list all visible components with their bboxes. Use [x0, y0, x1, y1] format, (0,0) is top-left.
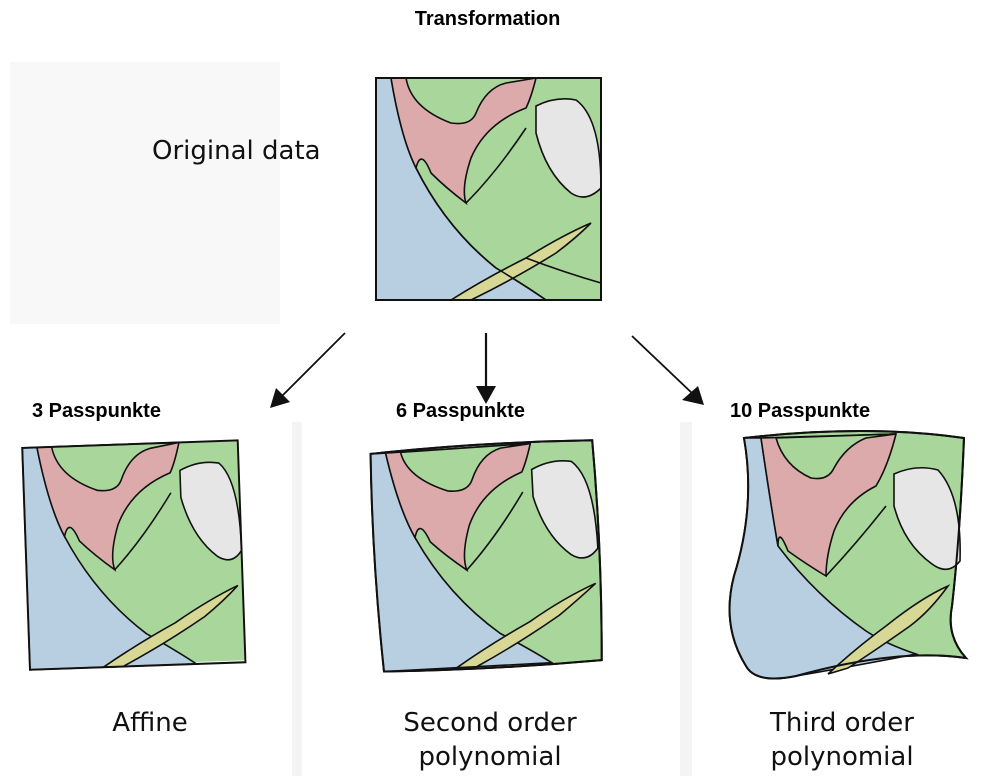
second-order-map: [369, 439, 603, 673]
panel-3-caption: Third order polynomial: [722, 706, 962, 774]
panel-2-points-label: 6 Passpunkte: [396, 400, 525, 422]
panel-1-caption-line1: Affine: [112, 708, 188, 738]
panel-2-caption-line1: Second order: [403, 708, 577, 738]
map-line-1: [415, 167, 547, 301]
third-order-map: [728, 430, 969, 680]
map-line-3: [525, 257, 602, 284]
panel-2-caption-line2: polynomial: [418, 742, 562, 772]
map-region-khaki: [448, 222, 592, 301]
panel-1-caption: Affine: [40, 706, 260, 740]
panel-3-caption-line1: Third order: [770, 708, 914, 738]
map-region-pink-top: [405, 77, 537, 125]
arrow-right-line: [631, 335, 695, 396]
arrow-left-line: [279, 332, 346, 399]
third-order-panel-background: [680, 422, 692, 776]
panel-3-caption-line2: polynomial: [770, 742, 914, 772]
panel-3-points-label: 10 Passpunkte: [730, 400, 871, 422]
panel-2-caption: Second order polynomial: [360, 706, 620, 774]
panel-1-points-label: 3 Passpunkte: [32, 400, 161, 422]
original-panel-background: [10, 62, 280, 324]
arrow-left-head: [270, 388, 290, 408]
affine-map: [21, 439, 247, 671]
affine-panel-background: [292, 422, 302, 776]
arrow-right-head: [682, 386, 704, 405]
map-border: [375, 77, 602, 301]
original-data-label: Original data: [152, 136, 321, 166]
arrow-center-head: [476, 386, 496, 404]
original-map: [375, 77, 602, 301]
map-line-2: [465, 127, 527, 204]
diagram-title: Transformation: [414, 8, 561, 30]
